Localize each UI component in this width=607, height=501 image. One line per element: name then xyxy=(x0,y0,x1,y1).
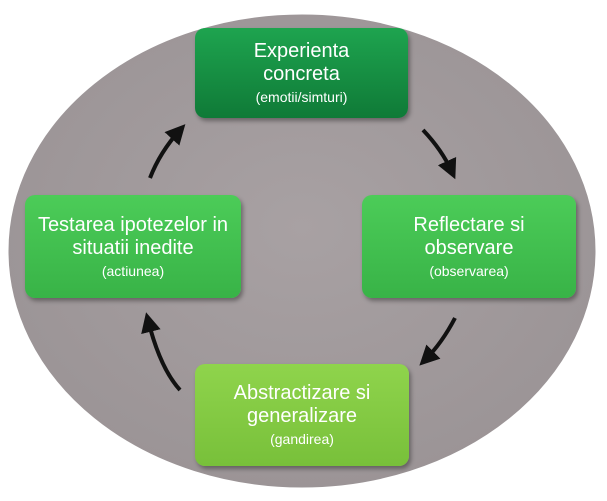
node-left-title: Testarea ipotezelor in situatii inedite xyxy=(37,213,229,259)
node-abstract-conceptualization: Abstractizare si generalizare (gandirea) xyxy=(195,364,409,466)
node-concrete-experience: Experienta concreta (emotii/simturi) xyxy=(195,28,408,118)
node-active-experimentation: Testarea ipotezelor in situatii inedite … xyxy=(25,195,241,298)
arrow-left-to-top xyxy=(148,124,186,179)
node-top-title: Experienta concreta xyxy=(253,40,350,86)
arrow-top-to-right xyxy=(421,128,457,180)
arrow-right-to-bottom xyxy=(419,317,457,366)
node-right-subtitle: (observarea) xyxy=(429,262,509,279)
node-reflective-observation: Reflectare si observare (observarea) xyxy=(362,195,576,298)
node-top-subtitle: (emotii/simturi) xyxy=(255,89,348,106)
arrow-bottom-to-left xyxy=(141,312,182,392)
node-right-title: Reflectare si observare xyxy=(413,213,525,259)
node-bottom-title: Abstractizare si generalizare xyxy=(233,382,371,428)
node-bottom-subtitle: (gandirea) xyxy=(270,431,334,448)
node-left-subtitle: (actiunea) xyxy=(101,262,165,279)
